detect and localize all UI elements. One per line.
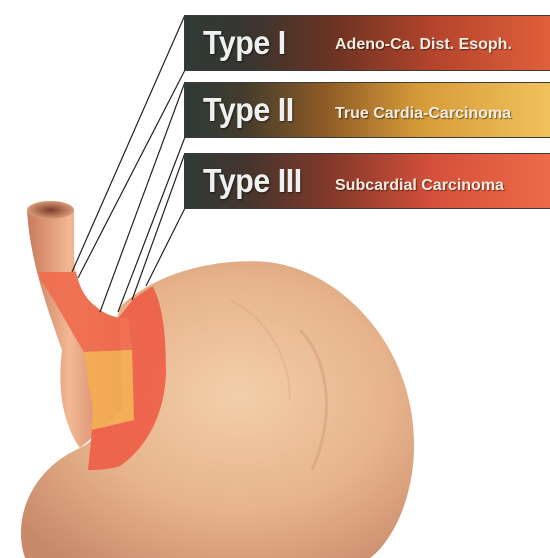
- type-2-title: Type II: [203, 91, 294, 129]
- leader-line-type-1: [78, 70, 185, 278]
- type-3-title: Type III: [203, 162, 302, 200]
- type-1-label-box: Type I Adeno-Ca. Dist. Esoph.: [184, 15, 550, 71]
- type-3-description: Subcardial Carcinoma: [335, 177, 504, 195]
- leader-lines: [72, 15, 185, 312]
- type-2-description: True Cardia-Carcinoma: [335, 105, 511, 123]
- type-1-title: Type I: [203, 24, 286, 62]
- esophagus-opening: [27, 201, 74, 219]
- type-3-label-box: Type III Subcardial Carcinoma: [184, 153, 550, 209]
- type-1-zone: [22, 272, 132, 352]
- type-1-description: Adeno-Ca. Dist. Esoph.: [335, 36, 512, 54]
- type-2-label-box: Type II True Cardia-Carcinoma: [184, 82, 550, 138]
